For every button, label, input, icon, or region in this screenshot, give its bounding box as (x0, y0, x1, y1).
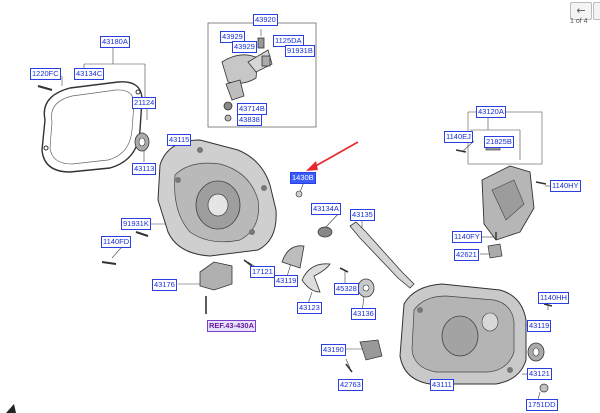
page-indicator: 1 of 4 (570, 18, 588, 25)
callout-label[interactable]: 43920 (253, 14, 278, 26)
callout-label[interactable]: 45328 (334, 283, 359, 295)
callout-label[interactable]: 43119 (527, 320, 552, 332)
callout-label[interactable]: 43123 (297, 302, 322, 314)
callout-label[interactable]: 43120A (476, 106, 506, 118)
callout-label[interactable]: 43111 (430, 379, 454, 391)
callout-label[interactable]: 43190 (321, 344, 346, 356)
callout-label[interactable]: 43136 (351, 308, 376, 320)
cursor-icon (6, 404, 16, 413)
shift-rod-part (349, 221, 415, 289)
callout-label[interactable]: 43929 (232, 41, 257, 53)
back-button[interactable]: ← (570, 2, 592, 20)
callout-label[interactable]: 43838 (237, 114, 262, 126)
transmission-case-part (399, 283, 527, 385)
reference-link[interactable]: REF.43-430A (207, 320, 257, 332)
callout-label[interactable]: 43135 (350, 209, 375, 221)
callout-label[interactable]: 43134A (311, 203, 341, 215)
callout-label[interactable]: 1751DD (526, 399, 558, 411)
arrow-left-icon: ← (576, 4, 586, 17)
callout-label[interactable]: 43115 (167, 134, 192, 146)
callout-label[interactable]: 21825B (484, 136, 514, 148)
callout-label[interactable]: 43113 (132, 163, 157, 175)
callout-label[interactable]: 43121 (527, 368, 552, 380)
callout-label[interactable]: 43134C (74, 68, 105, 80)
clutch-housing-part (157, 139, 277, 257)
bracket-part (199, 261, 233, 291)
callout-label[interactable]: 43176 (152, 279, 177, 291)
callout-label[interactable]: 91931K (121, 218, 151, 230)
callout-label[interactable]: 43119 (274, 275, 299, 287)
callout-label[interactable]: 17121 (250, 266, 275, 278)
red-pointer-arrow (306, 141, 359, 171)
callout-label[interactable]: 1140FY (452, 231, 482, 243)
callout-label[interactable]: 1140FD (101, 236, 132, 248)
callout-label[interactable]: 1140EJ (444, 131, 473, 143)
callout-label[interactable]: 42621 (454, 249, 479, 261)
callout-label[interactable]: 1140HH (538, 292, 569, 304)
callout-label[interactable]: 1140HY (550, 180, 581, 192)
callout-label[interactable]: 43180A (100, 36, 130, 48)
forward-button[interactable] (593, 2, 600, 20)
callout-label[interactable]: 1220FC (30, 68, 61, 80)
shift-mechanism-part (221, 37, 273, 122)
callout-label-highlighted[interactable]: 1430B (290, 172, 316, 184)
callout-label[interactable]: 42763 (338, 379, 363, 391)
callout-label[interactable]: 91931B (285, 45, 315, 57)
callout-label[interactable]: 21124 (132, 97, 157, 109)
gasket-part (41, 81, 143, 173)
